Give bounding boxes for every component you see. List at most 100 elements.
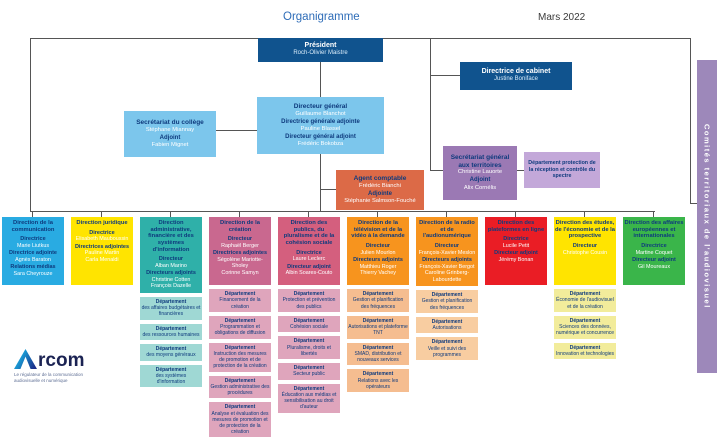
direction-box: Direction des affaires européennes et in…: [623, 217, 685, 285]
department-name: Analyse et évaluation des mesures de pro…: [211, 410, 269, 436]
direction-person-name: Christophe Cousin: [562, 249, 608, 256]
department-name: Autorisations et plateforme TNT: [348, 324, 408, 337]
territoires-title: Secrétariat général aux territoires: [450, 154, 510, 169]
direction-column-3: Direction administrative, financière et …: [140, 217, 202, 388]
department-name: des affaires budgétaires et financières: [141, 305, 201, 318]
connector-line: [170, 211, 171, 217]
dga2-role: Directeur général adjoint: [285, 133, 356, 140]
arcom-logo-text: rcom: [38, 349, 85, 371]
direction-role-label: Directeur: [365, 242, 391, 249]
department-label: Département: [224, 377, 256, 384]
department-name: Veille et suivi des programmes: [427, 345, 467, 358]
direction-title: Direction de la radio et de l'audionumér…: [419, 220, 475, 240]
connector-line: [30, 38, 258, 39]
direction-person-name: Agnès Baraton: [15, 256, 51, 263]
department-name: des moyens généraux: [146, 352, 196, 359]
dept-spectre-box: Département protection de la réception e…: [524, 152, 600, 188]
dga2-name: Frédéric Bokobza: [297, 140, 344, 147]
department-label: Département: [293, 291, 325, 297]
dept-spectre-label: Département protection de la réception e…: [528, 160, 596, 180]
agent-comptable-box: Agent comptable Frédéric Bianchi Adjoint…: [336, 170, 424, 210]
cabinet-name: Justine Boniface: [493, 76, 539, 83]
department-name: Autorisations: [432, 325, 462, 332]
department-label: Département: [155, 325, 187, 332]
direction-role-label: Directrice: [296, 249, 322, 256]
connector-line: [101, 211, 102, 217]
department-label: Département: [293, 365, 325, 371]
connector-line: [216, 130, 258, 131]
direction-column-6: Direction de la télévision et de la vidé…: [347, 217, 409, 392]
department-label: Département: [155, 366, 187, 373]
college-deputy-name: Fabien Mignet: [151, 141, 189, 148]
college-title: Secrétariat du collège: [136, 119, 204, 127]
department-label: Département: [431, 339, 463, 346]
department-label: Département: [224, 317, 256, 324]
president-name: Roch-Olivier Maistre: [293, 50, 348, 57]
cabinet-title: Directrice de cabinet: [481, 68, 551, 76]
department-name: Innovation et technologies: [555, 350, 615, 357]
direction-person-name: Carla Menaldi: [85, 256, 119, 263]
direction-role-label: Directrices adjointes: [74, 243, 130, 250]
direction-person-name: Thierry Vachey: [360, 270, 396, 277]
direction-title: Direction des études, de l'économie et d…: [555, 220, 616, 240]
direction-role-label: Directeurs adjoints: [353, 257, 403, 264]
college-deputy-role: Adjoint: [159, 134, 181, 141]
department-name: Programmation et obligations de diffusio…: [214, 324, 266, 337]
connector-line: [30, 38, 31, 212]
direction-title: Direction des publics, du pluralisme et …: [283, 220, 335, 246]
dg-role: Directeur général: [293, 103, 348, 111]
direction-role-label: Directeur: [572, 242, 598, 249]
connector-line: [308, 211, 309, 217]
connector-line: [377, 211, 378, 217]
arcom-logo-a-icon: [14, 349, 37, 369]
direction-role-label: Directeur adjoint: [287, 263, 331, 270]
department-label: Département: [569, 317, 601, 324]
arcom-logo: rcom Le régulateur de la communication a…: [14, 349, 124, 383]
direction-role-label: Directrice: [641, 242, 667, 249]
direction-role-label: Directrice: [503, 236, 529, 243]
direction-column-10: Direction des affaires européennes et in…: [623, 217, 685, 285]
direction-role-label: Directeur: [434, 242, 460, 249]
direction-role-label: Directeur: [158, 256, 184, 263]
agent-deputy-name: Stéphanie Salmson-Fouché: [344, 197, 416, 204]
direction-title: Direction administrative, financière et …: [148, 220, 194, 253]
department-label: Département: [362, 317, 394, 324]
department-name: des ressources humaines: [142, 331, 200, 338]
dg-name: Guillaume Blanchot: [295, 110, 346, 117]
direction-person-name: François-Xavier Bergot: [419, 263, 475, 270]
territoires-deputy-role: Adjoint: [469, 177, 491, 184]
direction-person-name: François-Xavier Meslon: [418, 249, 476, 256]
department-name: Instruction des mesures de promotion et …: [213, 350, 267, 370]
department-label: Département: [293, 338, 325, 345]
department-name: Gestion et planification des fréquences: [352, 297, 404, 310]
direction-person-name: Elisabeth Mauboussin: [75, 236, 129, 243]
connector-line: [383, 38, 691, 39]
department-name: Cohésion sociale: [289, 324, 329, 330]
connector-line: [32, 211, 33, 217]
department-label: Département: [362, 371, 394, 378]
date-label: Mars 2022: [538, 12, 586, 23]
direction-box: Direction des études, de l'économie et d…: [554, 217, 616, 285]
president-title: Président: [304, 42, 337, 50]
direction-role-label: Relations médias: [10, 264, 56, 271]
direction-person-name: Pauline Martin: [84, 250, 120, 257]
direction-person-name: Matthieu Roger: [359, 263, 397, 270]
